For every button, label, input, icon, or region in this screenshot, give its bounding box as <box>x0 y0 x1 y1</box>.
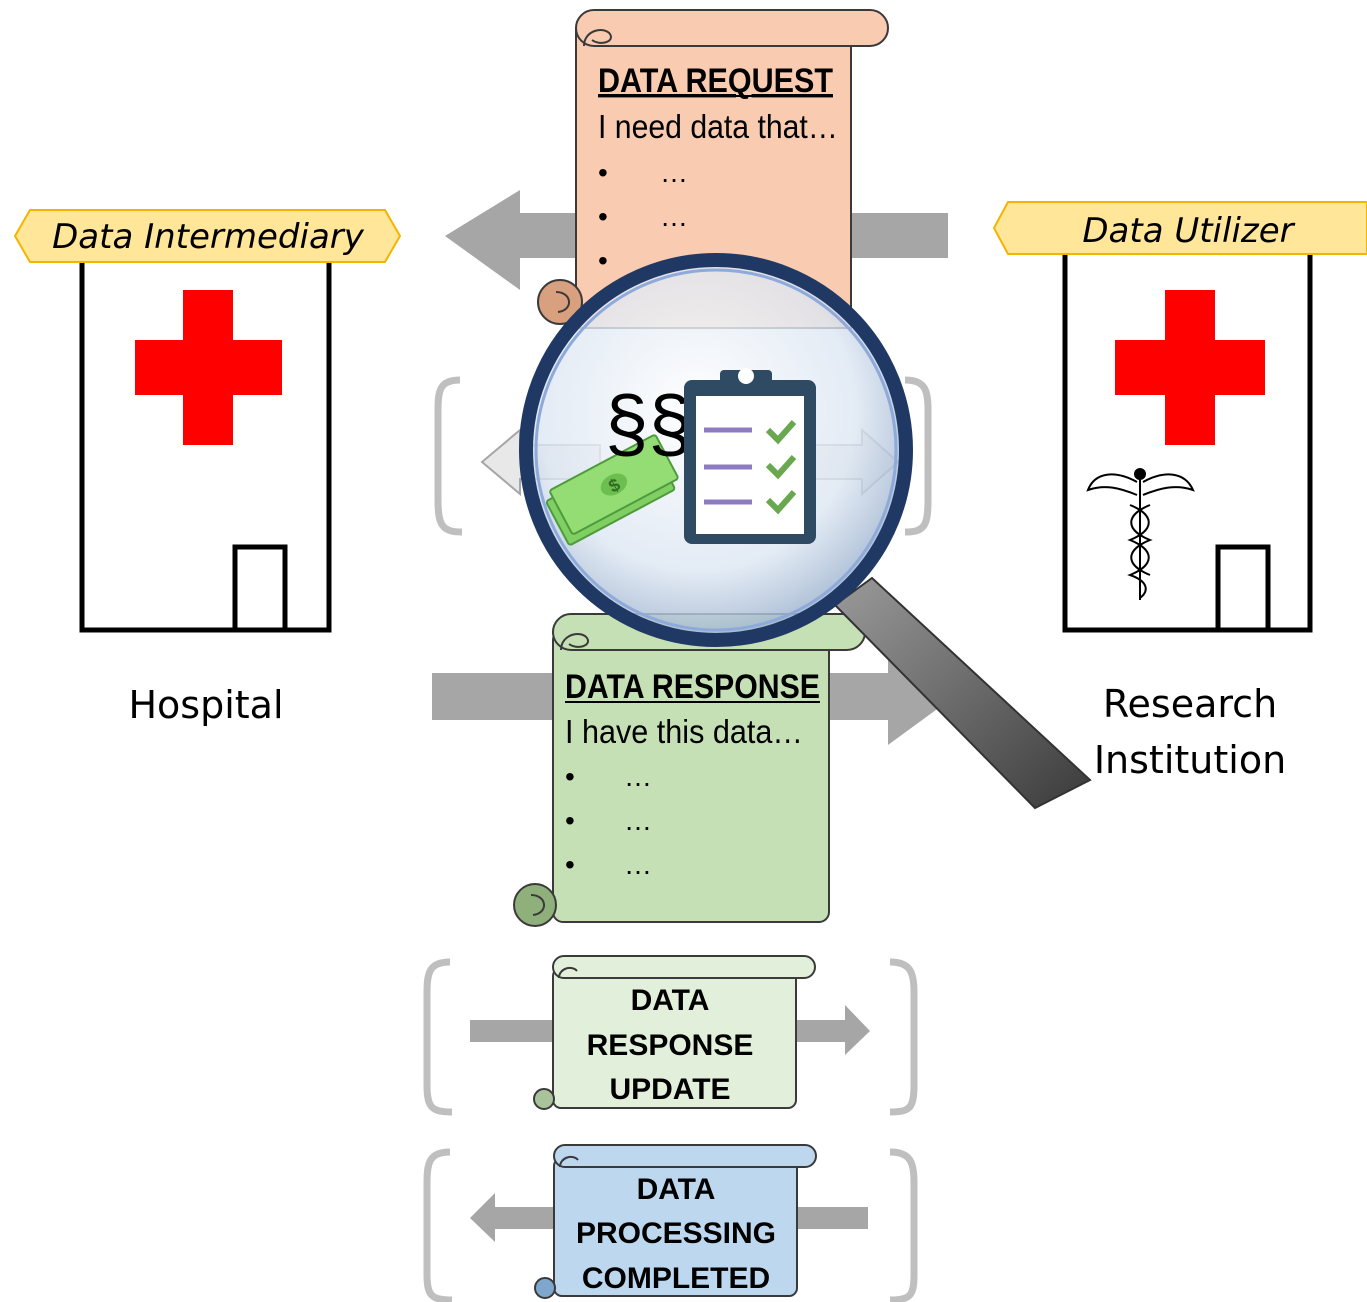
request-title: DATA REQUEST <box>598 62 833 100</box>
data-response-update-scroll: DATA RESPONSE UPDATE <box>533 955 816 1110</box>
hospital-building-left <box>79 247 332 633</box>
response-subtitle: I have this data… <box>565 713 803 750</box>
caduceus-icon <box>1086 468 1195 600</box>
bracket-left-update <box>423 958 453 1116</box>
role-label-intermediary: Data Intermediary <box>52 217 365 257</box>
data-response-scroll: DATA RESPONSE I have this data… • … • … … <box>513 613 866 927</box>
request-item-2: … <box>660 201 688 232</box>
role-tag-utilizer: Data Utilizer <box>992 201 1367 255</box>
bracket-right-middle <box>904 376 932 536</box>
bracket-right-completed <box>889 1148 918 1302</box>
hospital-building-right <box>1062 247 1313 633</box>
red-cross-icon <box>135 290 282 445</box>
completed-line-3: COMPLETED <box>582 1262 770 1295</box>
red-cross-icon <box>1115 290 1265 445</box>
paragraph-symbol: §§ <box>605 379 692 467</box>
update-line-3: UPDATE <box>609 1073 730 1106</box>
update-line-1: DATA <box>631 984 710 1017</box>
research-label-line1: Research <box>1103 682 1277 726</box>
update-line-2: RESPONSE <box>587 1029 754 1062</box>
bracket-left-completed <box>423 1148 453 1302</box>
request-bullet-2: • <box>598 201 608 232</box>
response-bullet-3: • <box>565 849 575 880</box>
bracket-right-update <box>889 958 918 1116</box>
response-title: DATA RESPONSE <box>565 668 820 706</box>
role-tag-intermediary: Data Intermediary <box>13 209 402 263</box>
bracket-left-middle <box>434 376 463 536</box>
request-item-1: … <box>660 157 688 188</box>
request-bullet-1: • <box>598 157 608 188</box>
magnifier-handle <box>833 576 1092 810</box>
role-label-utilizer: Data Utilizer <box>1082 211 1295 251</box>
request-bullet-3: • <box>598 245 608 276</box>
response-item-1: … <box>624 761 652 792</box>
completed-line-1: DATA <box>637 1173 716 1206</box>
completed-line-2: PROCESSING <box>576 1217 776 1250</box>
data-processing-completed-scroll: DATA PROCESSING COMPLETED <box>534 1144 817 1299</box>
research-label-line2: Institution <box>1094 738 1286 782</box>
response-item-2: … <box>624 805 652 836</box>
hospital-label: Hospital <box>128 683 283 727</box>
response-item-3: … <box>624 849 652 880</box>
magnifier-icon: $ §§ <box>519 253 1092 810</box>
response-bullet-2: • <box>565 805 575 836</box>
clipboard-checklist-icon <box>684 368 816 544</box>
money-icon: $ <box>545 434 679 546</box>
response-bullet-1: • <box>565 761 575 792</box>
request-subtitle: I need data that… <box>598 108 838 145</box>
